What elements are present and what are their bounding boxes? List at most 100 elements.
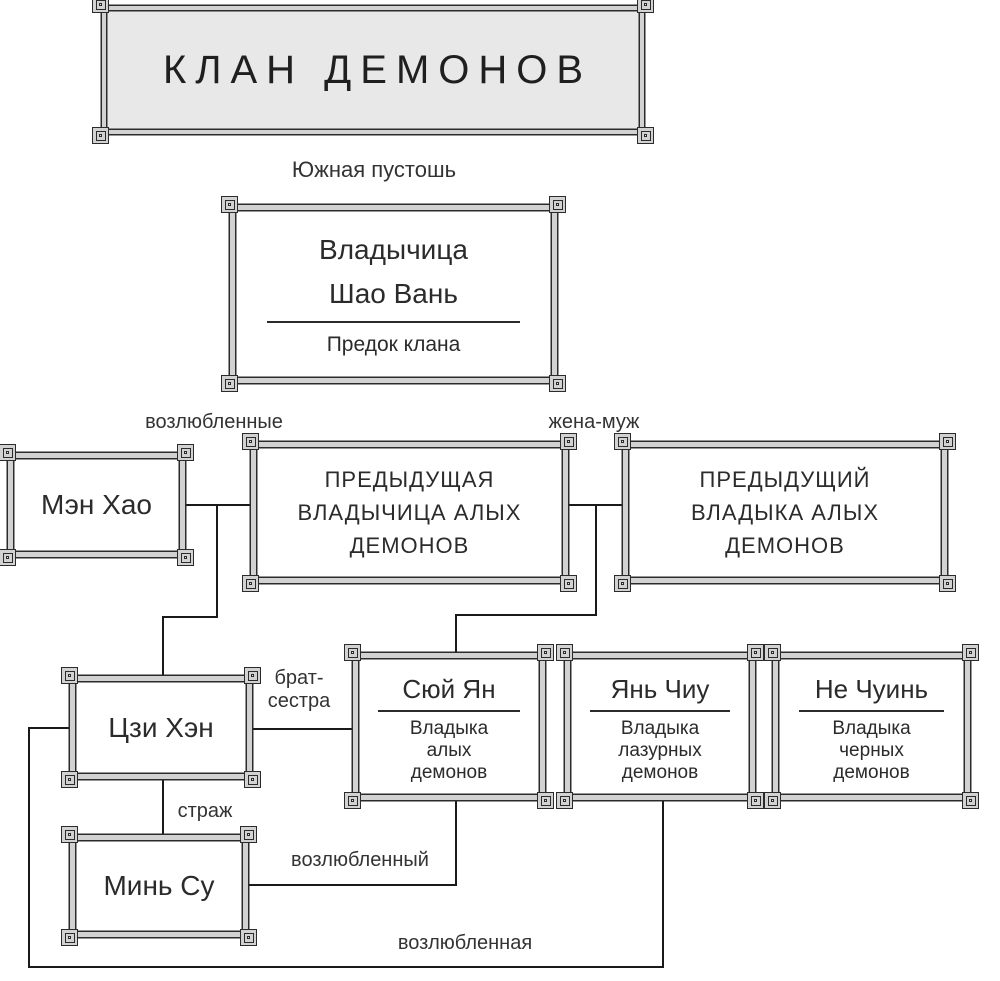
node-role: Предок клана xyxy=(326,332,461,356)
node-name: Сюй Ян xyxy=(402,673,496,704)
label-lovers: возлюбленные xyxy=(145,411,283,433)
corner-ornament-icon xyxy=(614,433,631,450)
corner-ornament-icon xyxy=(344,792,361,809)
corner-ornament-icon xyxy=(244,667,261,684)
name-role-divider xyxy=(266,320,521,323)
node-nie-chuin[interactable]: Не Чуинь Владыка черных демонов xyxy=(764,644,979,809)
corner-ornament-icon xyxy=(537,644,554,661)
corner-ornament-icon xyxy=(240,929,257,946)
node-name-line: ДЕМОНОВ xyxy=(725,533,845,558)
label-wife-husband: жена-муж xyxy=(548,411,640,433)
corner-ornament-icon xyxy=(244,771,261,788)
name-role-divider xyxy=(798,709,945,712)
corner-ornament-icon xyxy=(0,549,16,566)
corner-ornament-icon xyxy=(549,196,566,213)
corner-ornament-icon xyxy=(560,433,577,450)
corner-ornament-icon xyxy=(556,792,573,809)
corner-ornament-icon xyxy=(92,127,109,144)
node-name-line: ВЛАДЫКА АЛЫХ xyxy=(691,500,879,525)
corner-ornament-icon xyxy=(242,433,259,450)
node-name-line: ПРЕДЫДУЩИЙ xyxy=(699,467,871,492)
node-ji-heng[interactable]: Цзи Хэн xyxy=(61,667,261,788)
corner-ornament-icon xyxy=(939,433,956,450)
node-prev-emperor[interactable]: ПРЕДЫДУЩИЙ ВЛАДЫКА АЛЫХ ДЕМОНОВ xyxy=(614,433,956,592)
node-rank: Владычица xyxy=(319,233,468,265)
node-name: Минь Су xyxy=(103,870,215,901)
edge-child-xu-yan-h xyxy=(455,614,597,616)
edge-beloved-m-h xyxy=(248,884,457,886)
corner-ornament-icon xyxy=(0,444,16,461)
corner-ornament-icon xyxy=(177,549,194,566)
node-role-line: алых xyxy=(426,739,472,761)
corner-ornament-icon xyxy=(344,644,361,661)
corner-ornament-icon xyxy=(61,667,78,684)
edge-child-ji-heng-v1 xyxy=(216,504,218,618)
corner-ornament-icon xyxy=(92,0,109,13)
edge-guard xyxy=(162,779,164,835)
edge-lovers xyxy=(185,504,251,506)
corner-ornament-icon xyxy=(221,375,238,392)
corner-ornament-icon xyxy=(221,196,238,213)
corner-ornament-icon xyxy=(242,575,259,592)
corner-ornament-icon xyxy=(560,575,577,592)
node-role-line: черных xyxy=(839,739,904,761)
corner-ornament-icon xyxy=(637,0,654,13)
corner-ornament-icon xyxy=(177,444,194,461)
corner-ornament-icon xyxy=(549,375,566,392)
node-name: Янь Чиу xyxy=(610,673,710,704)
corner-ornament-icon xyxy=(556,644,573,661)
corner-ornament-icon xyxy=(637,127,654,144)
node-xu-yan[interactable]: Сюй Ян Владыка алых демонов xyxy=(344,644,554,809)
corner-ornament-icon xyxy=(61,771,78,788)
corner-ornament-icon xyxy=(61,826,78,843)
node-meng-hao[interactable]: Мэн Хао xyxy=(0,444,194,566)
edge-beloved-m-v xyxy=(455,800,457,886)
node-name: Шао Вань xyxy=(329,277,458,309)
name-role-divider xyxy=(589,709,731,712)
corner-ornament-icon xyxy=(962,644,979,661)
node-name: Цзи Хэн xyxy=(108,711,214,743)
node-min-su[interactable]: Минь Су xyxy=(61,826,257,946)
node-role-line: демонов xyxy=(410,761,488,783)
edge-beloved-f-h2 xyxy=(28,966,664,968)
corner-ornament-icon xyxy=(939,575,956,592)
edge-beloved-f-v1 xyxy=(28,727,30,968)
name-role-divider xyxy=(378,709,520,712)
edge-child-xu-yan-v1 xyxy=(595,504,597,616)
corner-ornament-icon xyxy=(537,792,554,809)
corner-ornament-icon xyxy=(614,575,631,592)
edge-child-ji-heng-h xyxy=(162,616,218,618)
corner-ornament-icon xyxy=(240,826,257,843)
edge-siblings xyxy=(252,728,353,730)
node-prev-empress[interactable]: ПРЕДЫДУЩАЯ ВЛАДЫЧИЦА АЛЫХ ДЕМОНОВ xyxy=(242,433,577,592)
node-name: Не Чуинь xyxy=(814,673,929,704)
node-name-line: ПРЕДЫДУЩАЯ xyxy=(324,467,495,492)
label-beloved-m: возлюбленный xyxy=(291,849,429,871)
clan-title: КЛАН ДЕМОНОВ xyxy=(162,47,593,92)
label-guard: страж xyxy=(177,800,233,822)
label-brother-sister: брат-сестра xyxy=(267,667,331,712)
corner-ornament-icon xyxy=(747,644,764,661)
clan-title-plaque: КЛАН ДЕМОНОВ xyxy=(92,0,654,144)
node-role-line: Владыка xyxy=(409,717,489,739)
label-beloved-f: возлюбленная xyxy=(397,932,533,954)
corner-ornament-icon xyxy=(764,792,781,809)
edge-child-xu-yan-v2 xyxy=(455,614,457,655)
corner-ornament-icon xyxy=(962,792,979,809)
node-yan-qiu[interactable]: Янь Чиу Владыка лазурных демонов xyxy=(556,644,764,809)
corner-ornament-icon xyxy=(747,792,764,809)
edge-beloved-f-h1 xyxy=(28,727,72,729)
node-name: Мэн Хао xyxy=(41,489,152,520)
region-label: Южная пустошь xyxy=(291,157,457,182)
corner-ornament-icon xyxy=(764,644,781,661)
node-role-line: лазурных xyxy=(618,739,702,761)
corner-ornament-icon xyxy=(61,929,78,946)
node-role-line: демонов xyxy=(621,761,699,783)
node-name-line: ВЛАДЫЧИЦА АЛЫХ xyxy=(297,500,522,525)
edge-beloved-f-v2 xyxy=(662,800,664,968)
node-shao-wan[interactable]: Владычица Шао Вань Предок клана xyxy=(221,196,566,392)
node-role-line: Владыка xyxy=(832,717,911,739)
node-name-line: ДЕМОНОВ xyxy=(349,533,470,558)
node-role-line: демонов xyxy=(833,761,910,783)
